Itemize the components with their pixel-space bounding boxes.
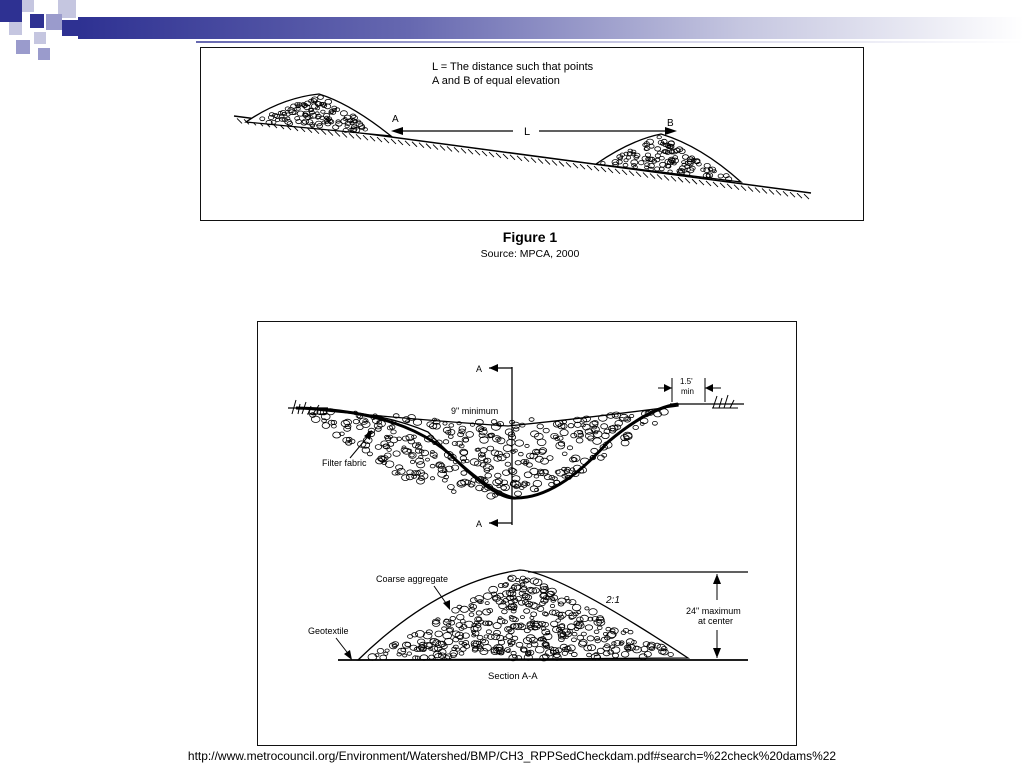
width-label-line2: min [681,387,694,396]
figure2-panel: A A 9" minimum 1.5' min Filter fabric 24… [257,321,797,746]
figure1-legend-line2: A and B of equal elevation [432,75,560,87]
figure1-caption-title: Figure 1 [502,229,558,245]
filter-fabric-label: Filter fabric [322,458,367,468]
depth-label: 9" minimum [451,406,498,416]
figure1-panel: L A B L = The distance such that points … [200,47,864,221]
point-b-label: B [667,118,674,129]
figure1-diagram: L A B L = The distance such that points … [233,61,812,200]
section-title: Section A-A [488,671,538,682]
height-label-line2: at center [698,616,733,626]
figure1-legend-line1: L = The distance such that points [432,61,594,73]
source-url[interactable]: http://www.metrocouncil.org/Environment/… [187,749,837,763]
height-label-line1: 24" maximum [686,606,741,616]
width-label-line1: 1.5' [680,377,693,386]
title-underline [196,41,1024,43]
point-a-label: A [392,114,399,125]
figure1-caption-source: Source: MPCA, 2000 [480,248,580,260]
coarse-aggregate-label: Coarse aggregate [376,574,448,584]
figure2-diagram: A A 9" minimum 1.5' min Filter fabric 24… [288,364,748,682]
section-marker-bottom: A [476,519,482,529]
title-bar-gradient [78,17,1024,39]
distance-label-l: L [524,126,530,138]
template-squares-decoration [0,0,90,70]
section-marker-top: A [476,364,482,374]
grass-right [712,394,738,409]
geotextile-label: Geotextile [308,626,349,636]
slope-label: 2:1 [605,595,620,606]
